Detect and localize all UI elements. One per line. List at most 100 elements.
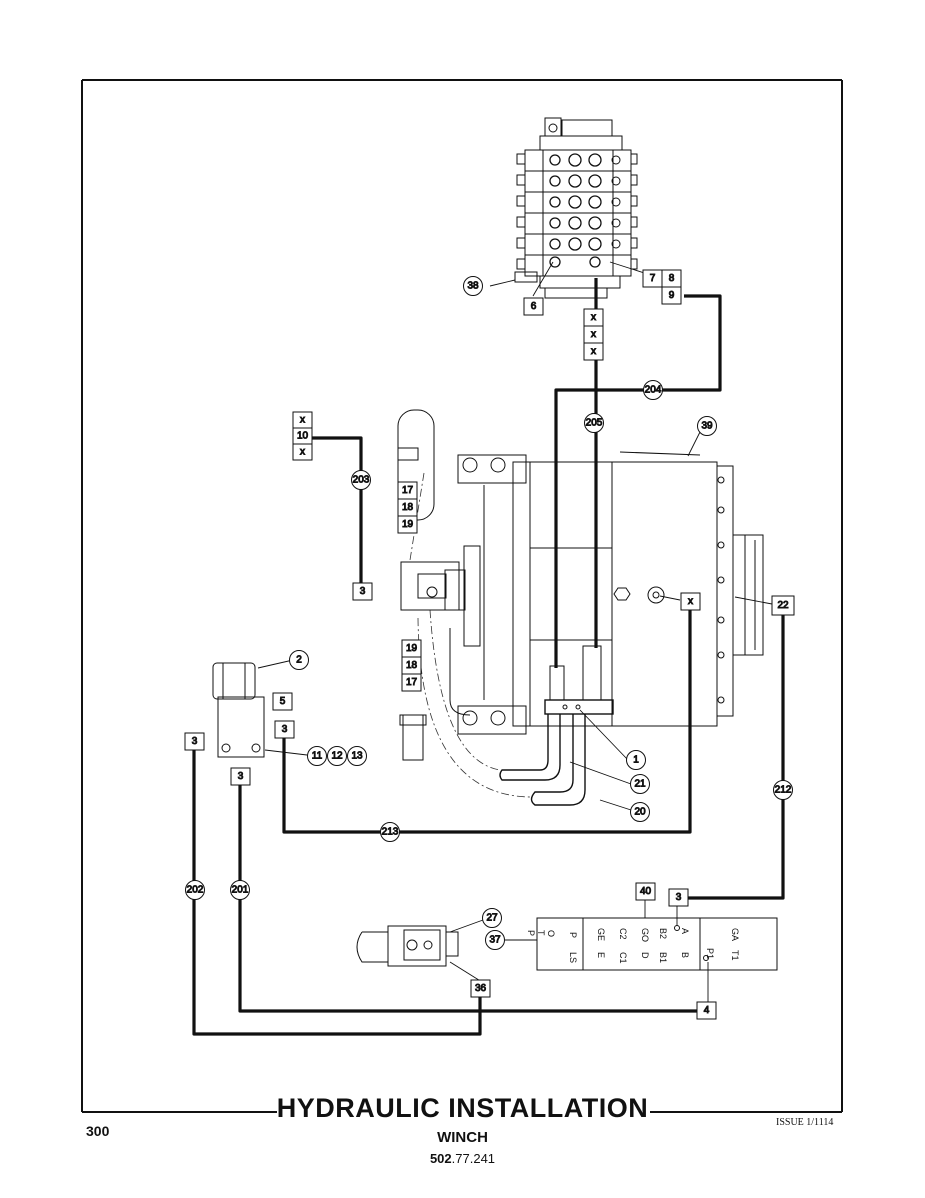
box-17-a: 17 — [397, 481, 418, 500]
box-3-c: 3 — [184, 732, 205, 751]
svg-text:3: 3 — [360, 586, 366, 597]
cb-col2-0: LS — [568, 952, 578, 963]
circle-27: 27 — [482, 908, 502, 928]
circle-202: 202 — [185, 880, 205, 900]
svg-text:27: 27 — [486, 913, 498, 924]
brake-valve — [397, 409, 471, 761]
circle-203: 203 — [351, 470, 371, 490]
svg-text:212: 212 — [775, 785, 792, 796]
svg-text:205: 205 — [586, 418, 603, 429]
svg-text:40: 40 — [640, 886, 652, 897]
svg-text:3: 3 — [238, 771, 244, 782]
box-3-a: 3 — [352, 582, 373, 601]
box-9: 9 — [661, 286, 682, 305]
svg-text:8: 8 — [669, 273, 675, 284]
box-4: 4 — [696, 1001, 717, 1020]
cb-col3-2: GO — [640, 928, 650, 942]
circle-212: 212 — [773, 780, 793, 800]
box-7: 7 — [642, 269, 663, 288]
svg-text:213: 213 — [382, 827, 399, 838]
cb-col4-1: C1 — [618, 952, 628, 964]
cb-col5-3: B — [680, 952, 690, 958]
line-201 — [238, 785, 697, 1013]
box-10: 10 — [292, 427, 313, 445]
line-213 — [282, 610, 692, 834]
svg-text:36: 36 — [475, 983, 487, 994]
svg-text:2: 2 — [296, 655, 302, 666]
cb-col6-3: P1 — [705, 948, 715, 959]
box-40: 40 — [635, 882, 656, 901]
issue-label: ISSUE 1/1114 — [776, 1117, 834, 1128]
box-6: 6 — [523, 297, 544, 316]
cb-col5-1: A — [680, 928, 690, 934]
svg-text:x: x — [300, 447, 305, 458]
box-19-a: 19 — [397, 515, 418, 534]
box-3-d: 3 — [230, 767, 251, 786]
cb-col6-1: T1 — [730, 950, 740, 961]
circle-37: 37 — [485, 930, 505, 950]
svg-text:12: 12 — [331, 751, 343, 762]
circle-12: 12 — [327, 746, 347, 766]
circle-205: 205 — [584, 413, 604, 433]
svg-text:x: x — [591, 312, 596, 323]
box-5: 5 — [272, 692, 293, 711]
cb-col4-0: E — [596, 952, 606, 958]
page-frame — [81, 79, 843, 1113]
circle-21: 21 — [630, 774, 650, 794]
control-valve-bank — [514, 117, 638, 299]
box-17-b: 17 — [401, 673, 422, 692]
part-number: 502.77.241 — [0, 1151, 925, 1166]
box-8: 8 — [661, 269, 682, 288]
page-subtitle: WINCH — [437, 1129, 488, 1146]
cb-col3-1: C2 — [618, 928, 628, 940]
circle-13: 13 — [347, 746, 367, 766]
leader-lines — [257, 261, 773, 1002]
svg-text:x: x — [300, 415, 305, 426]
box-36: 36 — [470, 979, 491, 998]
box-x-d: x — [583, 325, 604, 344]
box-x-f: x — [680, 592, 701, 611]
svg-text:17: 17 — [406, 677, 418, 688]
line-204 — [554, 294, 722, 668]
circle-38: 38 — [463, 276, 483, 296]
cb-col6-0: GA — [730, 928, 740, 941]
part-number-rest: .77.241 — [451, 1151, 496, 1166]
cb-col1-2: P — [526, 930, 536, 936]
cb-col1-1: T — [536, 930, 546, 936]
svg-text:39: 39 — [701, 421, 713, 432]
svg-text:21: 21 — [634, 779, 646, 790]
svg-text:4: 4 — [704, 1005, 710, 1016]
svg-text:11: 11 — [312, 751, 323, 762]
part-number-bold: 502 — [429, 1151, 452, 1166]
svg-text:x: x — [688, 596, 693, 607]
svg-text:18: 18 — [406, 660, 418, 671]
svg-text:1: 1 — [633, 755, 639, 766]
circle-201: 201 — [230, 880, 250, 900]
svg-text:6: 6 — [531, 301, 537, 312]
svg-text:19: 19 — [406, 643, 418, 654]
line-203 — [312, 436, 372, 594]
box-19-b: 19 — [401, 639, 422, 658]
cb-col4-2: D — [640, 952, 650, 959]
svg-text:3: 3 — [282, 724, 288, 735]
box-22: 22 — [771, 595, 795, 616]
svg-text:17: 17 — [402, 485, 414, 496]
box-x-b: x — [292, 443, 313, 461]
box-3-b: 3 — [274, 720, 295, 739]
line-212 — [688, 615, 785, 900]
circle-1: 1 — [626, 750, 646, 770]
box-callouts: x 10 x 17 18 19 3 19 18 17 5 3 3 3 7 8 9… — [184, 269, 795, 1020]
svg-text:3: 3 — [192, 736, 198, 747]
cb-col5-2: B1 — [658, 952, 668, 963]
svg-text:202: 202 — [187, 885, 204, 896]
circle-20: 20 — [630, 802, 650, 822]
svg-text:20: 20 — [634, 807, 646, 818]
svg-text:3: 3 — [676, 892, 682, 903]
control-block-labels: O T P LS P GE C2 GO E C1 D B2 A B1 B GA … — [526, 928, 740, 964]
svg-text:203: 203 — [353, 475, 370, 486]
page-number: 300 — [86, 1123, 110, 1139]
svg-text:x: x — [591, 346, 596, 357]
svg-text:5: 5 — [280, 696, 286, 707]
circle-204: 204 — [643, 380, 663, 400]
circle-39: 39 — [697, 416, 717, 436]
